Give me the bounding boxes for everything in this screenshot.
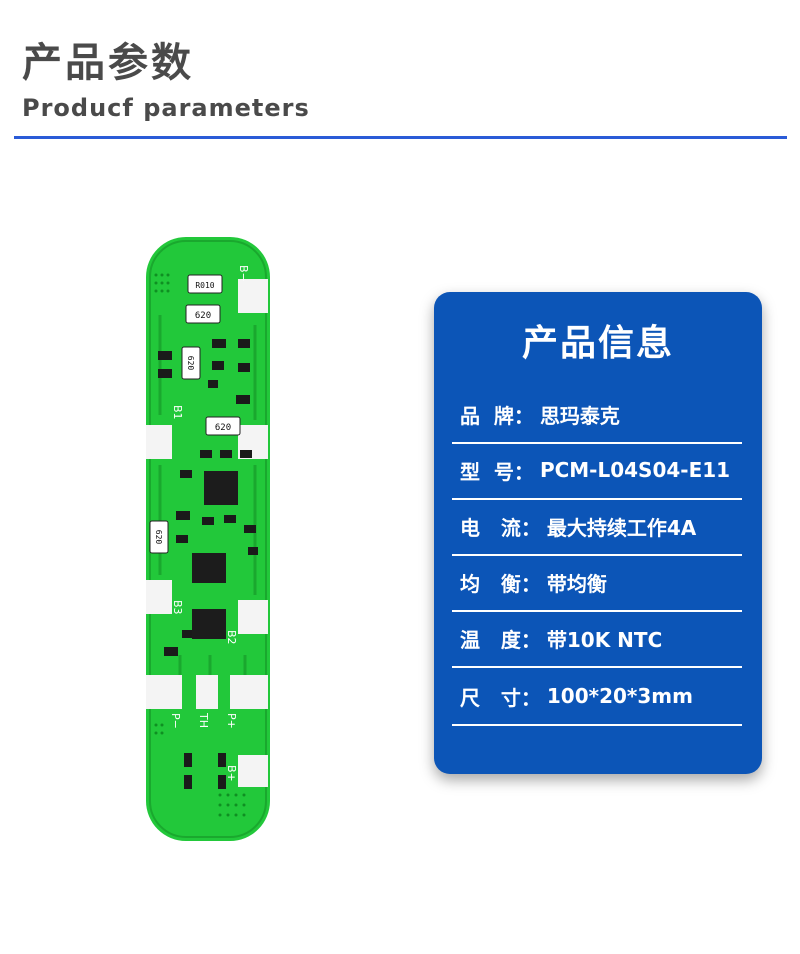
pad-p-plus [230, 675, 268, 709]
resistor-2-label: 620 [186, 356, 195, 371]
header-divider [14, 136, 787, 139]
label-p-minus: P− [169, 713, 182, 729]
label-b-minus: B− [237, 265, 250, 282]
page-subtitle: Producf parameters [22, 94, 310, 122]
resistor-1-label: 620 [195, 311, 211, 321]
row-label: 温 度： [460, 627, 541, 652]
row-current: 电 流： 最大持续工作4A [452, 498, 742, 556]
label-b-plus: B+ [225, 765, 238, 782]
mosfet-2 [192, 609, 226, 639]
pad-b2-right [238, 600, 268, 634]
row-label: 均 衡： [460, 571, 541, 596]
resistor-top-label: R010 [195, 281, 214, 290]
page-title: 产品参数 [22, 40, 194, 86]
label-b2: B2 [225, 630, 238, 645]
pad-b-plus [238, 755, 268, 787]
resistor-4 [149, 520, 169, 554]
label-th: TH [197, 712, 210, 728]
pcb-board-image: R010 620 620 620 620 [140, 235, 276, 845]
row-label: 尺 寸： [460, 685, 541, 710]
mosfet-1 [192, 553, 226, 583]
small-components [158, 339, 258, 789]
via-dots [154, 273, 246, 817]
row-temperature: 温 度： 带10K NTC [452, 610, 742, 668]
row-label: 品 牌： [460, 403, 534, 428]
row-value: 带均衡 [546, 571, 607, 596]
resistor-top [187, 274, 223, 294]
resistor-3-label: 620 [215, 423, 231, 433]
pad-b-minus [238, 279, 268, 313]
row-model: 型 号： PCM-L04S04-E11 [452, 442, 742, 500]
label-b3: B3 [171, 600, 184, 615]
row-size: 尺 寸： 100*20*3mm [452, 668, 742, 726]
row-value: PCM-L04S04-E11 [539, 458, 731, 482]
resistor-2 [181, 346, 201, 380]
row-balance: 均 衡： 带均衡 [452, 554, 742, 612]
pad-b1-left [146, 425, 172, 459]
label-b1: B1 [171, 405, 184, 420]
resistor-1 [185, 304, 221, 324]
row-value: 思玛泰克 [539, 403, 620, 428]
pad-p-minus [146, 675, 182, 709]
row-value: 最大持续工作4A [546, 515, 697, 540]
pcb-board-svg: R010 620 620 620 620 [146, 237, 270, 841]
resistor-4-label: 620 [154, 530, 163, 545]
row-brand: 品 牌： 思玛泰克 [452, 386, 742, 444]
resistor-3 [205, 416, 241, 436]
label-p-plus: P+ [225, 713, 238, 729]
pad-th [196, 675, 218, 709]
row-value: 100*20*3mm [546, 684, 693, 708]
row-label: 型 号： [460, 459, 534, 484]
pad-b3-left [146, 580, 172, 614]
product-info-card: 产品信息 品 牌： 思玛泰克 型 号： PCM-L04S04-E11 电 流： … [434, 292, 762, 774]
row-value: 带10K NTC [546, 627, 663, 652]
controller-ic [204, 471, 238, 505]
row-label: 电 流： [460, 515, 541, 540]
card-title: 产品信息 [521, 323, 674, 364]
